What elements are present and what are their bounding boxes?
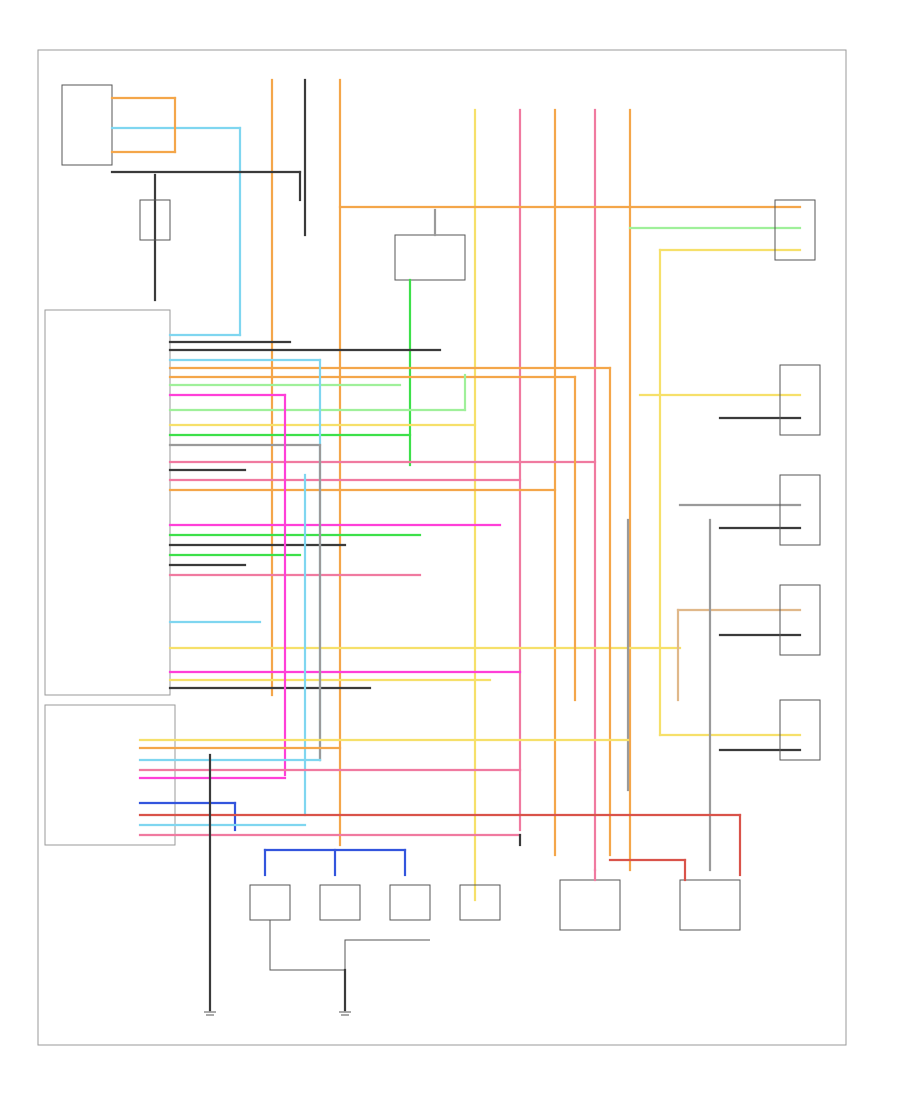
diagram-frame	[37, 49, 847, 1046]
door-lock-switches-right	[774, 199, 821, 761]
lower-harness	[44, 704, 742, 1012]
bottom-switch-row	[249, 848, 741, 1012]
ground-symbols	[204, 1011, 351, 1016]
module-harness	[168, 333, 682, 690]
vertical-bus-wires	[283, 358, 712, 872]
door-lock-module-box	[44, 309, 171, 696]
lock-relay	[394, 208, 466, 467]
ignition-switch	[61, 84, 302, 337]
